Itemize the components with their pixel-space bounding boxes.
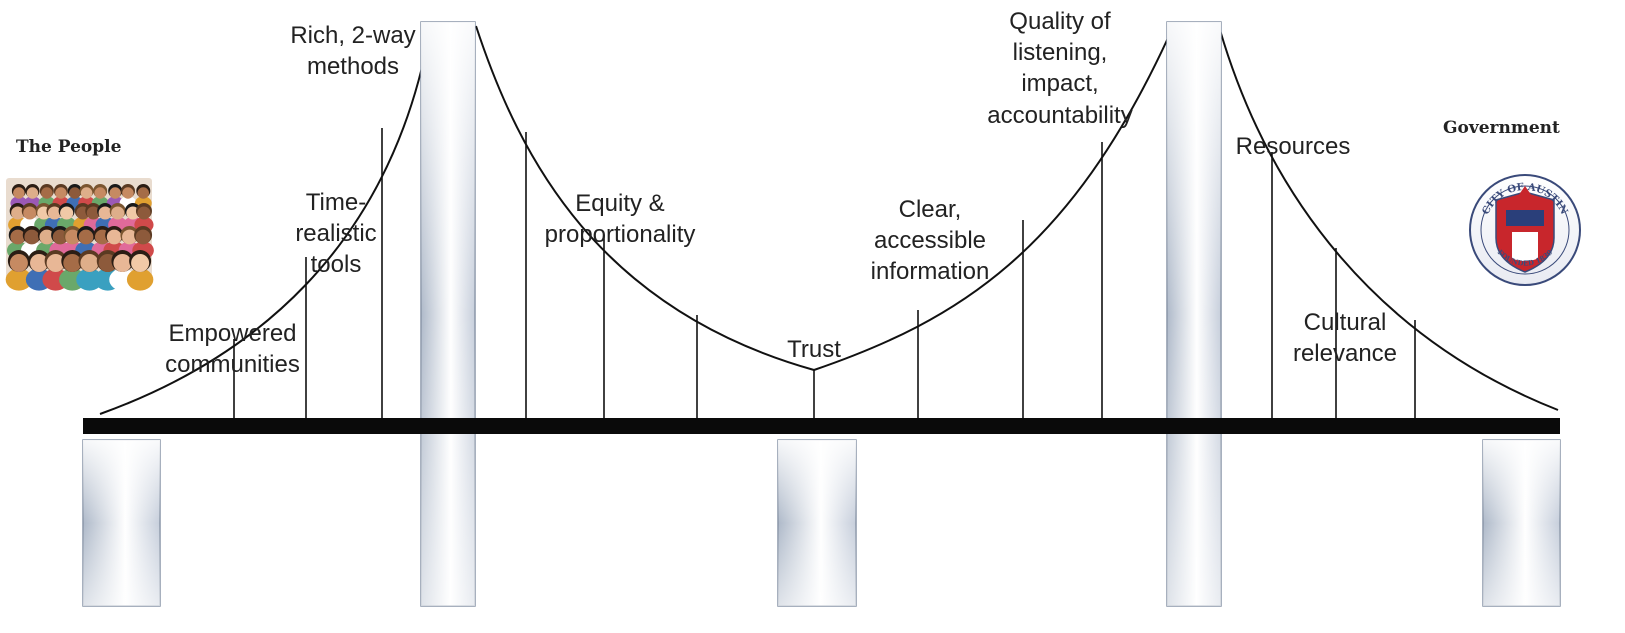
crowd-person-face	[135, 229, 151, 245]
bridge-deck	[83, 418, 1560, 434]
crowd-person-face	[137, 206, 151, 220]
main-cable-center-span-b	[813, 37, 1169, 371]
crowd-person-face	[41, 187, 53, 199]
crowd-person-face	[113, 253, 132, 273]
tower-left	[420, 21, 476, 607]
crowd-person-face	[69, 187, 81, 199]
crowd-person-face	[46, 253, 65, 273]
label-empowered-communities: Empowered communities	[165, 320, 300, 379]
crowd-person-face	[39, 229, 55, 245]
crowd-person-face	[80, 187, 93, 199]
government-title: Government	[1443, 118, 1560, 138]
tower-right	[1166, 21, 1222, 607]
crowd-person-face	[78, 229, 94, 245]
crowd-person-body	[76, 268, 103, 291]
label-quality-listening-impact-accountability: Quality of listening, impact, accountabi…	[987, 8, 1133, 129]
main-cable-right-span	[1219, 29, 1559, 411]
crowd-person-face	[94, 187, 106, 199]
crowd-person-face	[106, 229, 122, 245]
crowd-person-face	[109, 187, 121, 199]
crowd-person-face	[65, 229, 80, 245]
crowd-person-face	[55, 187, 67, 199]
main-cable	[99, 25, 1559, 415]
label-rich-two-way-methods: Rich, 2-way methods	[290, 22, 416, 81]
label-equity-proportionality: Equity & proportionality	[544, 190, 696, 249]
crowd-person-face	[13, 187, 25, 199]
crowd-person-body	[126, 268, 154, 291]
crowd-person-face	[131, 253, 150, 273]
crowd-person-face	[9, 253, 28, 273]
support-pier-left	[82, 439, 161, 607]
main-cable-center-span-a	[475, 25, 815, 371]
the-people-title: The People	[16, 137, 122, 157]
label-clear-accessible-information: Clear, accessible information	[870, 196, 990, 286]
support-pier-center	[777, 439, 857, 607]
crowd-person-face	[30, 253, 49, 273]
label-trust: Trust	[787, 336, 841, 363]
main-cable-left-span	[99, 29, 431, 415]
crowd-person-face	[98, 206, 112, 220]
people-crowd-image	[5, 178, 154, 291]
crowd-person-face	[63, 253, 82, 273]
label-resources: Resources	[1235, 133, 1351, 160]
crowd-person-face	[23, 206, 37, 220]
crowd-person-face	[11, 206, 25, 220]
suspender-cables	[233, 128, 1416, 420]
label-cultural-relevance: Cultural relevance	[1292, 309, 1398, 368]
crowd-person-face	[26, 187, 39, 199]
crowd-person-face	[24, 229, 40, 245]
crowd-person-face	[122, 229, 137, 245]
crowd-person-face	[111, 206, 125, 220]
city-seal-icon: CITY OF AUSTIN FOUNDED 1839	[1469, 174, 1581, 286]
crowd-person-face	[47, 206, 62, 220]
crowd-person-face	[60, 206, 74, 220]
crowd-person-face	[80, 253, 99, 273]
label-time-realistic-tools: Time- realistic tools	[295, 189, 377, 279]
support-pier-right	[1482, 439, 1561, 607]
crowd-person-body	[5, 268, 33, 291]
crowd-person-face	[86, 206, 100, 220]
crowd-person-face	[122, 187, 134, 199]
crowd-person-face	[137, 187, 150, 199]
crowd-person-face	[10, 229, 26, 245]
